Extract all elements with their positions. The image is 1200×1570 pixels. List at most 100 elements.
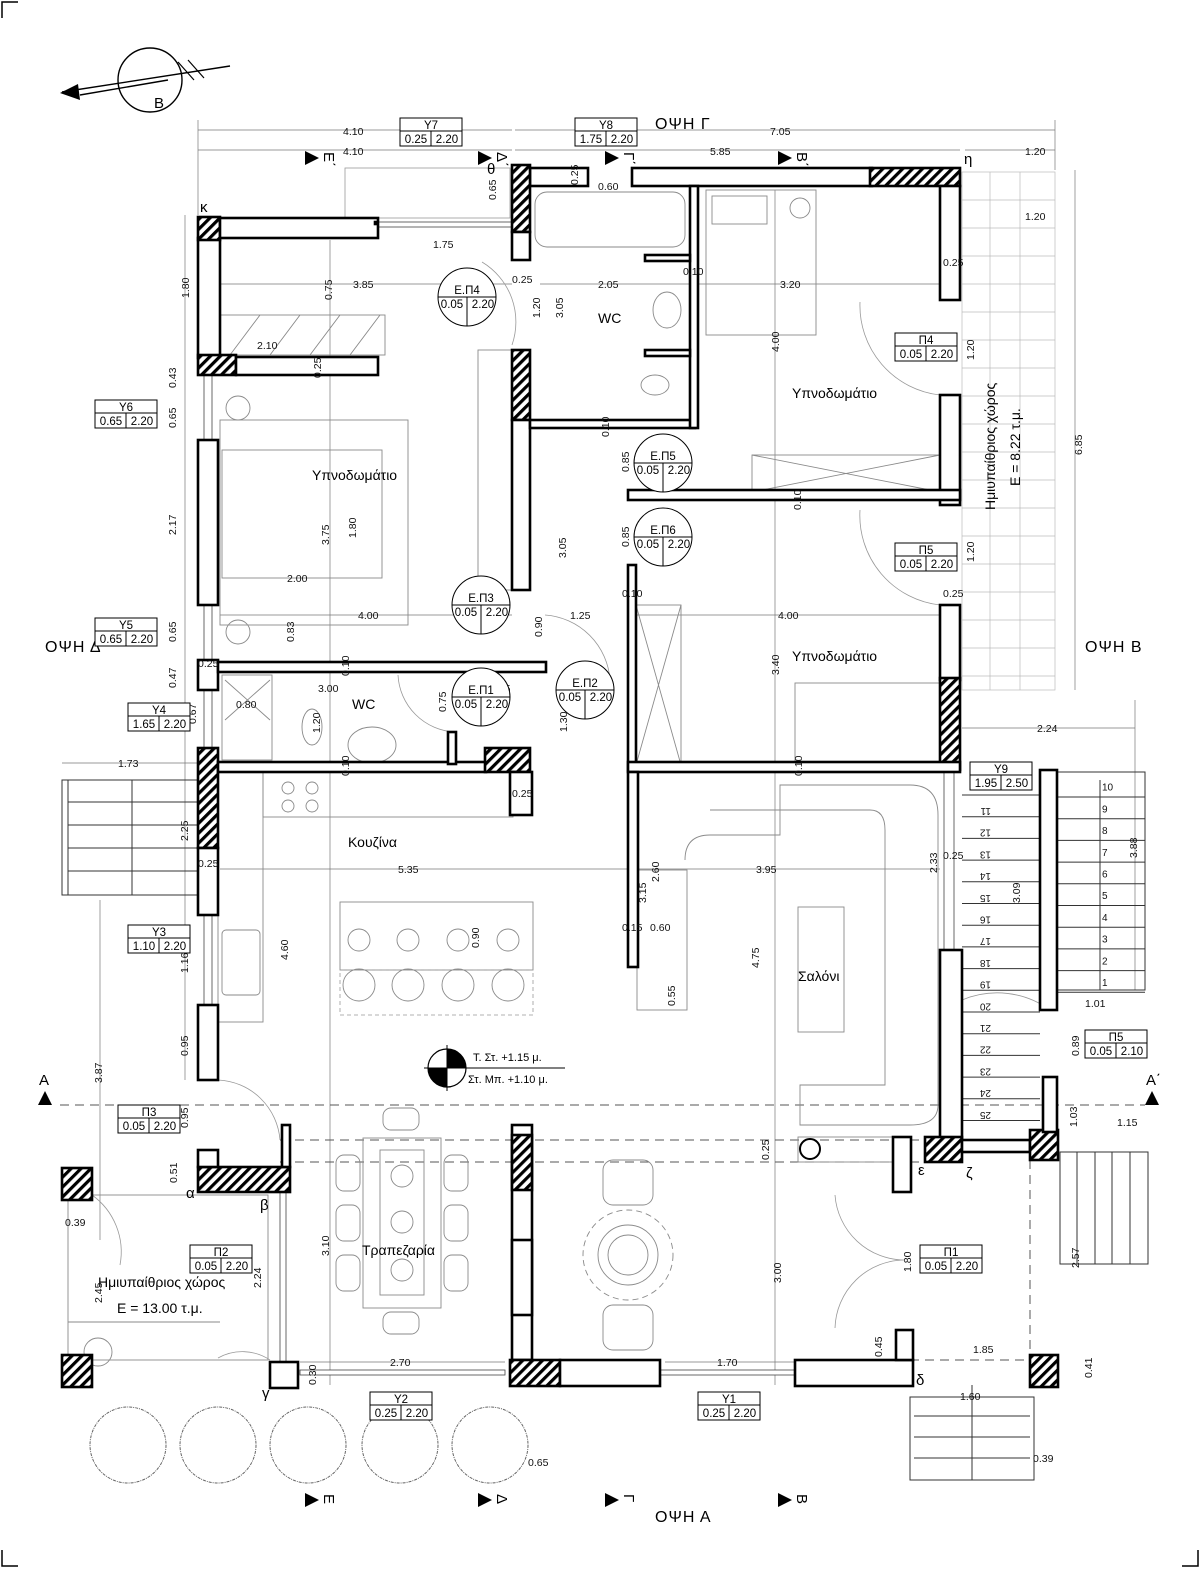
corner-point-label: ζ <box>966 1165 973 1182</box>
dimension-label: 1.16 <box>179 952 191 973</box>
opening-code: Υ5 <box>119 620 133 632</box>
opening-code: Π5 <box>919 545 934 557</box>
tree-icon <box>451 1406 529 1484</box>
bathtub <box>534 191 686 248</box>
door-swings <box>91 261 1051 1361</box>
section-marker-label: Β΄ <box>793 152 810 167</box>
dimension-label: 2.25 <box>179 820 191 841</box>
dimension-label: 0.75 <box>323 279 335 300</box>
dimension-label: 3.95 <box>756 864 777 876</box>
sheet-corner-mark <box>1182 1550 1199 1567</box>
dimension-label: 0.85 <box>620 451 632 472</box>
section-marker-label: Δ <box>493 1494 510 1504</box>
section-marker: Β΄ <box>778 151 810 167</box>
stair-step-number: 1 <box>1102 978 1108 989</box>
room-label: Σαλόνι <box>798 968 839 984</box>
corner-point-label: α <box>186 1185 195 1202</box>
corner-point-label: κ <box>200 199 208 216</box>
dimension-label: 0.45 <box>873 1336 885 1357</box>
dimension-label: 3.15 <box>637 882 649 903</box>
tree-icon <box>179 1406 257 1484</box>
sheet-corner-mark <box>1 1 18 18</box>
dimension-label: 2.57 <box>1070 1247 1082 1268</box>
opening-width: 0.05 <box>455 699 477 711</box>
dimension-label: 3.88 <box>1128 837 1140 858</box>
opening-height: 2.20 <box>164 719 186 731</box>
dimension-label: 3.75 <box>320 524 332 545</box>
dimension-label: 0.25 <box>198 658 219 670</box>
dimension-label: 1.80 <box>902 1251 914 1272</box>
opening-width: 0.05 <box>559 692 581 704</box>
dimension-label: 4.00 <box>358 610 379 622</box>
opening-width: 0.05 <box>925 1261 947 1273</box>
dimension-label: 5.85 <box>710 146 731 158</box>
dimension-label: 0.90 <box>470 927 482 948</box>
dimension-label: 1.60 <box>960 1391 981 1403</box>
dimension-label: 0.65 <box>167 407 179 428</box>
stair-step-number: 12 <box>979 827 991 838</box>
stair-step-number: 24 <box>979 1087 991 1098</box>
bed <box>705 189 817 336</box>
dimension-label: 2.24 <box>252 1267 264 1288</box>
opening-code: Υ1 <box>722 1394 736 1406</box>
dimension-label: 1.30 <box>558 711 570 732</box>
opening-code: Υ3 <box>152 927 166 939</box>
stair-step-number: 4 <box>1102 913 1108 924</box>
opening-width: 0.25 <box>375 1408 397 1420</box>
section-marker: Γ <box>605 1493 637 1507</box>
dimension-label: 2.33 <box>928 852 940 873</box>
dimension-label: 0.65 <box>487 179 499 200</box>
stair-step-number: 19 <box>979 979 991 990</box>
dimension-label: 0.30 <box>307 1364 319 1385</box>
bed <box>794 682 941 767</box>
dimension-label: 1.20 <box>965 541 977 562</box>
elevation-title-bottom: ΟΨΗ Α <box>655 1509 712 1526</box>
dimension-label: 4.10 <box>343 146 364 158</box>
opening-width: 0.05 <box>123 1121 145 1133</box>
dimension-label: 0.25 <box>569 164 581 185</box>
room-label: Κουζίνα <box>348 834 397 850</box>
dimension-label: 0.25 <box>512 788 533 800</box>
section-marker-label: Γ΄ <box>620 152 637 165</box>
dimension-label: 1.80 <box>180 277 192 298</box>
tree-icon <box>269 1406 347 1484</box>
opening-height: 2.20 <box>131 416 153 428</box>
dimension-label: 4.75 <box>750 947 762 968</box>
opening-width: 0.25 <box>405 134 427 146</box>
sofa <box>684 784 939 1126</box>
dimension-label: 0.25 <box>943 257 964 269</box>
room-label: WC <box>352 696 375 712</box>
stair-step-number: 18 <box>979 957 991 968</box>
corner-point-label: θ <box>487 161 495 178</box>
dimension-label: 1.25 <box>570 610 591 622</box>
north-label: B <box>154 95 164 112</box>
opening-height: 2.20 <box>164 941 186 953</box>
stair-step-number: 5 <box>1102 891 1108 902</box>
dimension-label: 1.73 <box>118 758 139 770</box>
opening-width: 1.75 <box>580 134 602 146</box>
tree-icon <box>89 1406 167 1484</box>
slab-level-label: Στ. Μπ. +1.10 μ. <box>468 1074 548 1086</box>
opening-width: 0.05 <box>195 1261 217 1273</box>
opening-code: Υ9 <box>994 764 1008 776</box>
section-marker-label: Α <box>39 1072 49 1089</box>
opening-width: 1.95 <box>975 778 997 790</box>
kitchen-sink <box>221 929 261 996</box>
dimension-label: 0.65 <box>167 621 179 642</box>
dimension-label: 0.65 <box>528 1457 549 1469</box>
opening-code: Υ6 <box>119 402 133 414</box>
room-label: Υπνοδωμάτιο <box>312 467 397 483</box>
